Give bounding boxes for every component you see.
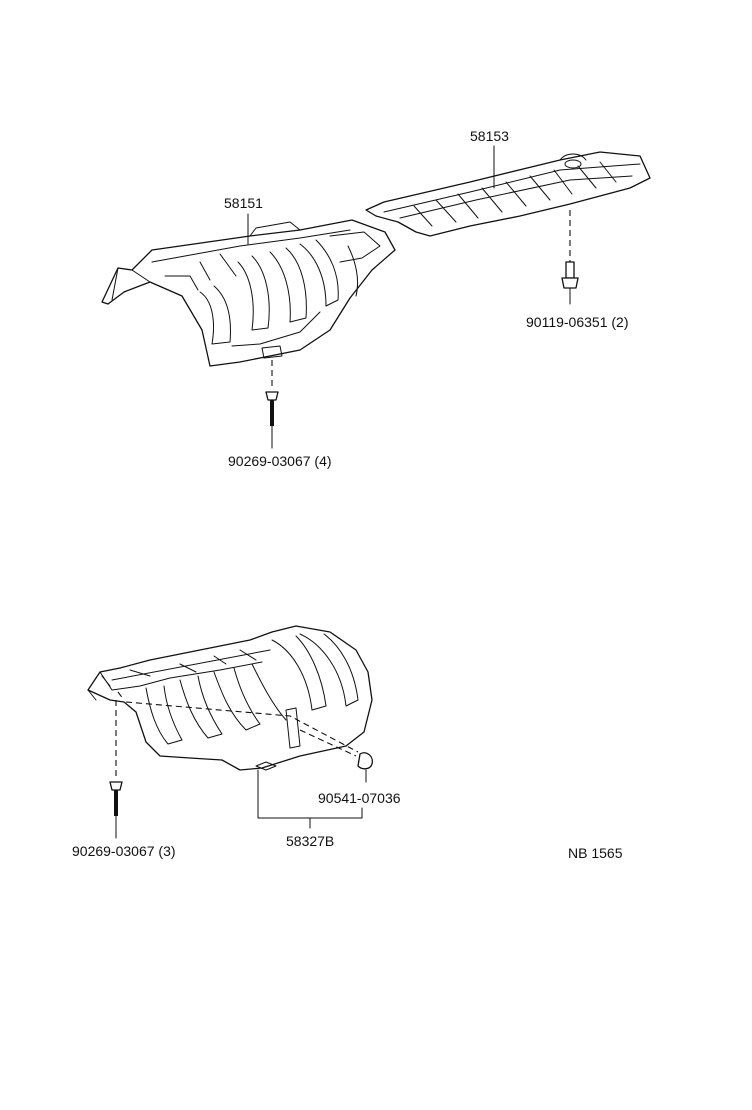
part-number-58153: 58153: [470, 128, 509, 144]
part-number-90269-03067-lower: 90269-03067 (3): [72, 843, 176, 859]
bolt-90269-03067-lower: [109, 700, 123, 839]
diagram-reference-code: NB 1565: [568, 845, 623, 861]
clip-90541-07036: [299, 729, 373, 783]
part-number-58327b: 58327B: [286, 833, 334, 849]
part-number-90119-06351: 90119-06351 (2): [526, 314, 628, 330]
heat-insulator-58151: [101, 219, 396, 367]
part-number-90269-03067-upper: 90269-03067 (4): [228, 453, 332, 469]
part-number-90541-07036: 90541-07036: [318, 790, 401, 806]
heat-insulator-58153: [365, 151, 651, 237]
heat-insulator-58327b: [87, 625, 373, 771]
bolt-90119-06351: [561, 210, 579, 305]
leader-lines: [247, 145, 495, 829]
part-number-58151: 58151: [224, 195, 263, 211]
bolt-90269-03067-upper: [265, 360, 279, 449]
